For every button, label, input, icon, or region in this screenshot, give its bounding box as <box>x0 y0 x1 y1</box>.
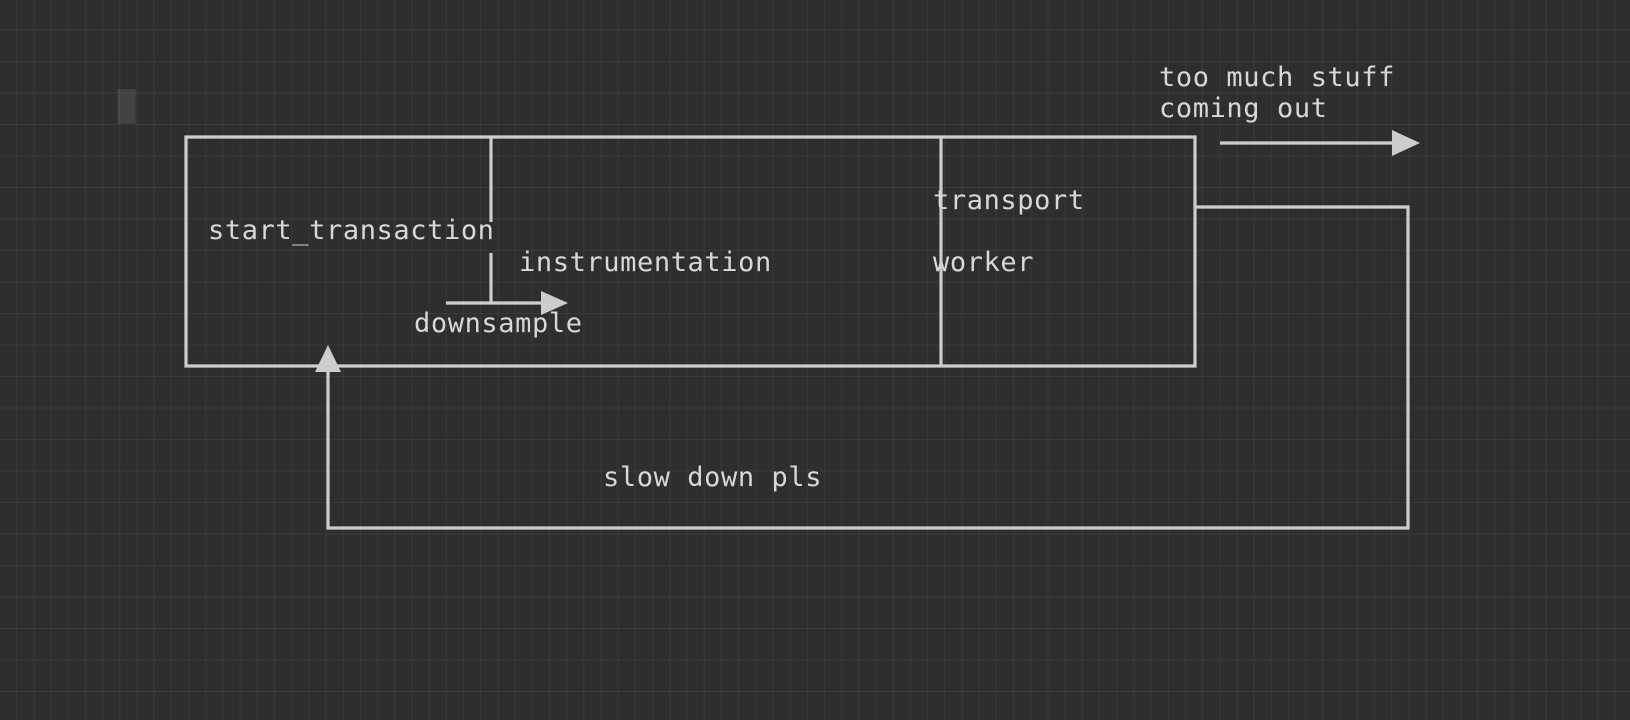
node-label-transport: transport <box>933 185 1085 216</box>
node-label-downsample: downsample <box>414 308 583 339</box>
node-label-instrumentation: instrumentation <box>519 247 772 278</box>
cursor-selection-artifact <box>117 89 136 124</box>
annotation-slow-down-pls: slow down pls <box>603 462 823 493</box>
annotation-too-much-stuff-line2: coming out <box>1159 93 1328 124</box>
output-arrow-head <box>1392 130 1420 156</box>
start-transaction-box <box>184 135 1197 368</box>
annotation-too-much-stuff-line1: too much stuff <box>1159 62 1395 93</box>
feedback-loop-arrow-head <box>315 345 341 372</box>
feedback-loop-path <box>326 205 1410 530</box>
downsample-arrow-head <box>541 291 568 315</box>
node-label-start-transaction: start_transaction <box>208 215 495 246</box>
node-label-worker: worker <box>933 247 1035 278</box>
